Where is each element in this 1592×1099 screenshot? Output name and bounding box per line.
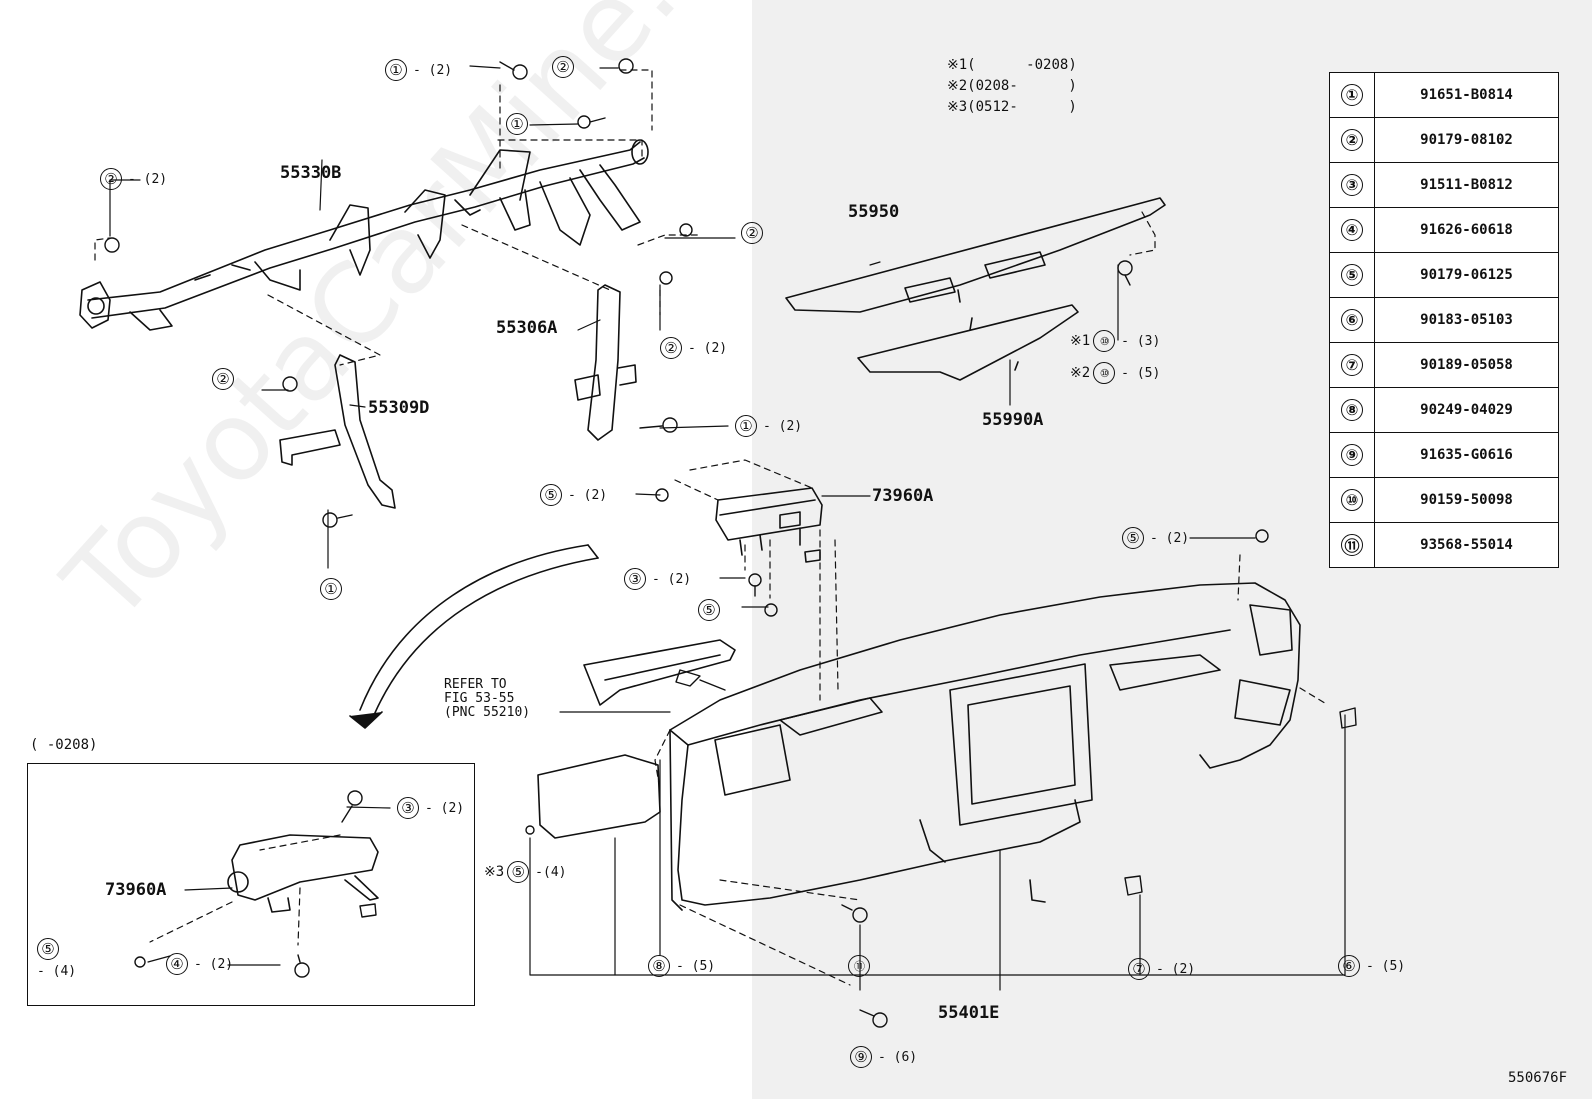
part-label-55306A: 55306A <box>496 318 558 338</box>
inset-frame <box>27 763 475 1006</box>
callout: ①- (2) <box>385 59 452 81</box>
leader-lines-dashed <box>94 69 1329 986</box>
diagram-code: 550676F <box>1508 1070 1568 1086</box>
refer-line: (PNC 55210) <box>444 705 531 720</box>
fasteners <box>104 58 1357 1028</box>
trim-strip <box>583 639 736 706</box>
callout: ① <box>320 578 348 600</box>
part-label-55950: 55950 <box>848 202 900 222</box>
callout: ⑧- (5) <box>648 955 715 977</box>
callout: ③- (2) <box>397 797 464 819</box>
brace-55306A <box>574 284 637 441</box>
inset-arrow <box>349 544 599 729</box>
callout: ⑤- (4) <box>37 938 77 979</box>
note-row: ※1( -0208) <box>947 57 1077 73</box>
part-label-55401E: 55401E <box>938 1003 1000 1023</box>
panel-55990A <box>857 304 1079 381</box>
instrument-panel-55401E <box>669 582 1301 911</box>
callout: ⑦- (2) <box>1128 958 1195 980</box>
note-row: ※2(0208- ) <box>947 78 1077 94</box>
callout: ② <box>552 56 580 78</box>
part-label-73960A: 73960A <box>872 486 934 506</box>
part-label-55330B: 55330B <box>280 163 342 183</box>
callout: ⑤ <box>698 599 726 621</box>
note-row: ※3(0512- ) <box>947 99 1077 115</box>
callout: ②- (2) <box>660 337 727 359</box>
callout: ②- (2) <box>100 168 167 190</box>
airbag-73960A-main <box>715 487 823 563</box>
callout: ⑤- (2) <box>540 484 607 506</box>
callout: ⑥- (5) <box>1338 955 1405 977</box>
callout: ⑨- (6) <box>850 1046 917 1068</box>
brace-55309D <box>279 354 396 509</box>
callout: ② <box>741 222 769 244</box>
inset-title: ( -0208) <box>30 737 98 753</box>
leader-lines-solid <box>109 65 1346 991</box>
reinforcement-beam-55330B <box>79 139 649 331</box>
callout: ③- (2) <box>624 568 691 590</box>
refer-note: REFER TO FIG 53-55 (PNC 55210) <box>444 678 530 720</box>
callout: ⑪ <box>848 955 876 977</box>
panel-55950 <box>785 197 1166 313</box>
refer-line: REFER TO <box>444 677 507 692</box>
callout: ② <box>212 368 240 390</box>
part-label-73960A-inset: 73960A <box>105 880 167 900</box>
callout: ①- (2) <box>735 415 802 437</box>
part-label-55990A: 55990A <box>982 410 1044 430</box>
callout: ④- (2) <box>166 953 233 975</box>
airbag-73960A-inset <box>227 834 379 913</box>
applicability-notes: ※1( -0208) ※2(0208- ) ※3(0512- ) <box>947 55 1077 118</box>
glove-box-lid <box>537 754 661 839</box>
refer-line: FIG 53-55 <box>444 691 515 706</box>
part-label-55309D: 55309D <box>368 398 430 418</box>
callout: ① <box>506 113 534 135</box>
callout: ⑤- (2) <box>1122 527 1189 549</box>
